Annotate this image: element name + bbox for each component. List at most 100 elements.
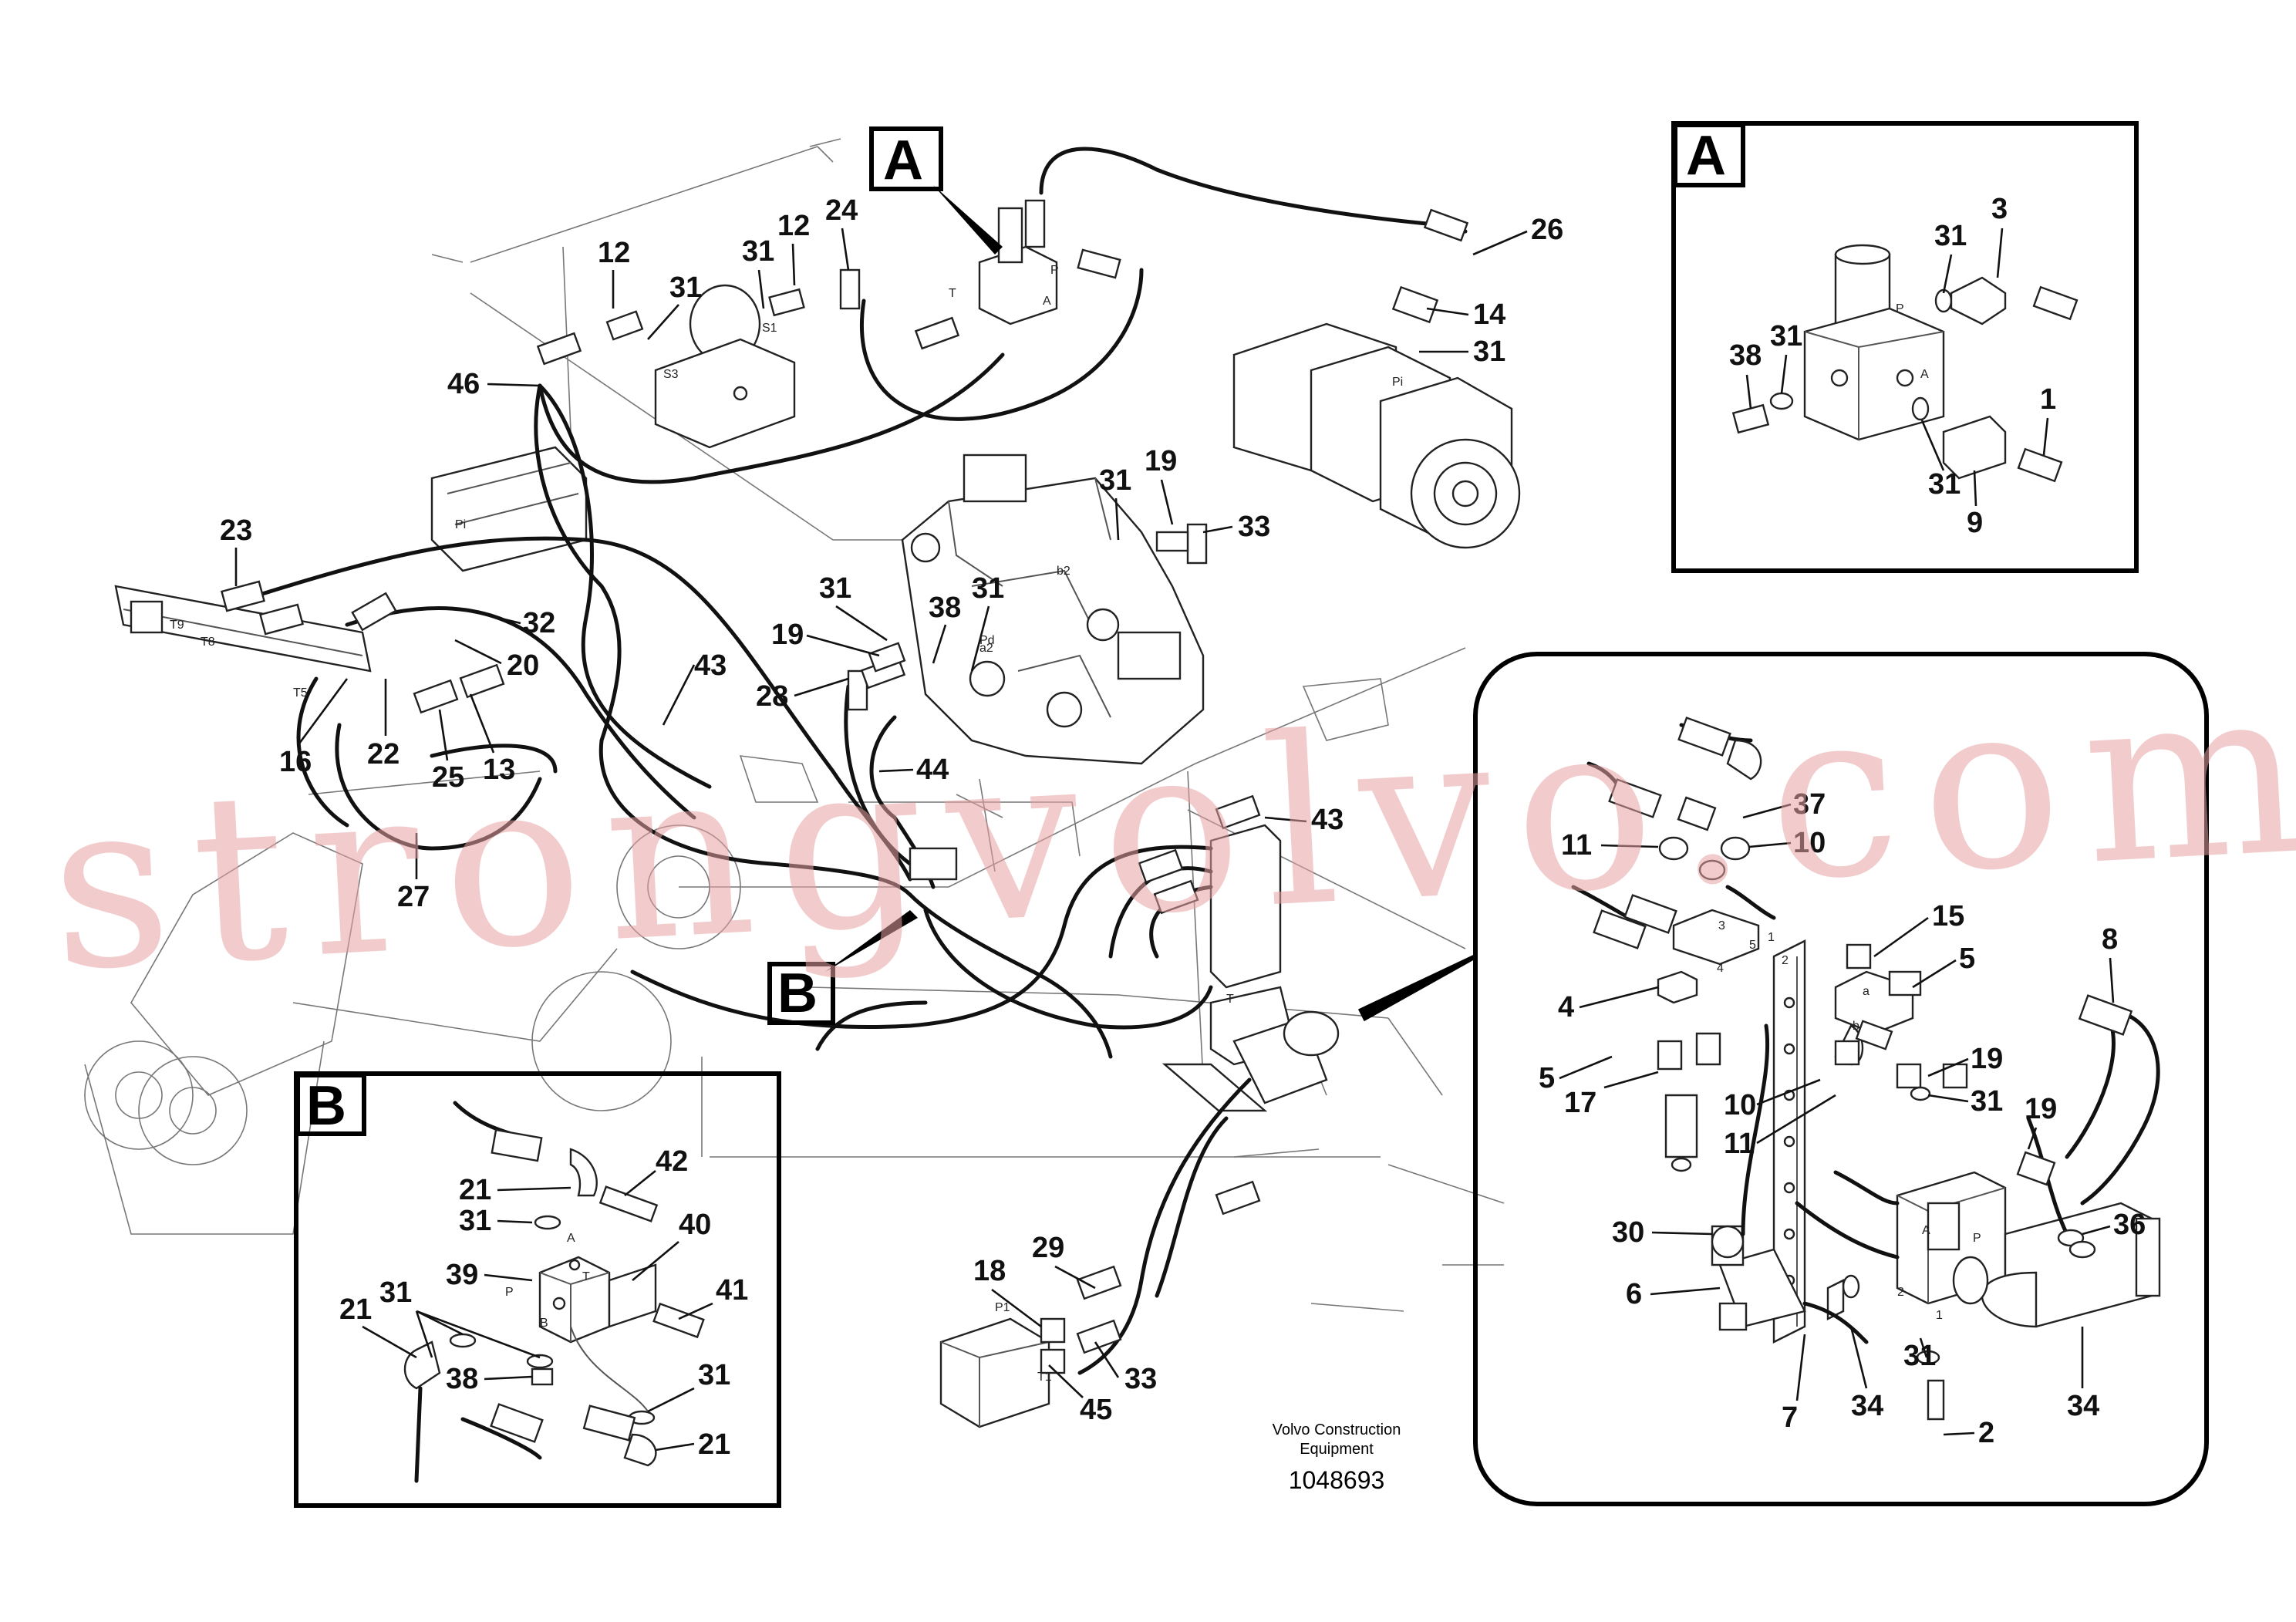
callout-label: 32	[523, 607, 555, 639]
svg-text:A: A	[567, 1232, 575, 1245]
callout-label: 31	[1473, 336, 1505, 368]
svg-text:2: 2	[1782, 954, 1789, 967]
drawing-number: 1048693	[1289, 1466, 1385, 1494]
callout-label: 33	[1238, 511, 1270, 543]
detail-view-a: A P A 3 31 38 31 1 31 9	[1671, 121, 2139, 573]
main-view-b-marker: B	[767, 910, 918, 1025]
callout-label: 46	[447, 368, 480, 400]
accumulator	[654, 284, 796, 449]
svg-text:P: P	[1050, 264, 1059, 277]
callout-label: 16	[279, 746, 312, 778]
callout-label: 25	[432, 761, 464, 794]
svg-text:A: A	[1686, 125, 1726, 187]
svg-text:P: P	[1973, 1232, 1981, 1245]
callout-label: 28	[756, 680, 788, 713]
svg-text:Pd: Pd	[979, 634, 995, 647]
callout-label: 34	[2067, 1390, 2099, 1422]
callout-label: 21	[459, 1174, 491, 1206]
svg-text:a: a	[1863, 985, 1870, 998]
callout-label: 31	[1903, 1340, 1936, 1372]
main-control-valve	[901, 454, 1205, 765]
svg-text:B: B	[306, 1075, 346, 1137]
callout-label: 31	[819, 572, 851, 605]
callout-label: 26	[1531, 214, 1563, 246]
callout-label: 24	[825, 194, 858, 227]
main-callouts: 12 31 31 12 24 46 26 14 31 23 31 19 33 3…	[220, 194, 1563, 1426]
solenoid-valve-main	[978, 207, 1058, 325]
callout-label: 10	[1793, 827, 1826, 859]
callout-label: 27	[397, 881, 430, 913]
callout-label: 31	[459, 1205, 491, 1237]
callout-label: 31	[1928, 468, 1961, 501]
callout-label: 8	[2102, 923, 2118, 956]
callout-label: 3	[1991, 193, 2008, 225]
callout-label: 17	[1564, 1087, 1596, 1119]
svg-text:5: 5	[1749, 939, 1756, 952]
callout-label: 41	[716, 1274, 748, 1307]
callout-label: 31	[742, 235, 774, 268]
machine-outline	[84, 138, 1505, 1312]
svg-text:P1: P1	[995, 1301, 1010, 1314]
svg-text:3: 3	[1718, 919, 1725, 932]
callout-label: 34	[1851, 1390, 1883, 1422]
svg-text:S1: S1	[762, 322, 777, 335]
svg-text:S3: S3	[663, 368, 679, 381]
svg-text:b: b	[1853, 1020, 1859, 1033]
svg-text:Pi: Pi	[455, 518, 466, 531]
svg-text:T5: T5	[293, 686, 308, 700]
pressure-switch-manifold	[114, 446, 588, 673]
callout-label: 31	[1099, 464, 1131, 497]
callout-label: 21	[339, 1293, 372, 1326]
callout-label: 19	[1971, 1043, 2003, 1075]
callout-label: 31	[379, 1276, 412, 1309]
svg-text:B: B	[777, 963, 818, 1024]
callout-label: 15	[1932, 900, 1964, 932]
callout-label: 5	[1959, 943, 1975, 975]
drawing-footer: Volvo Construction Equipment 1048693	[1273, 1421, 1401, 1494]
callout-label: 2	[1978, 1417, 1994, 1449]
svg-text:T8: T8	[201, 636, 215, 649]
svg-text:P: P	[1896, 302, 1904, 315]
callout-label: 31	[1934, 220, 1967, 252]
callout-label: 44	[916, 754, 949, 786]
callout-label: 39	[446, 1259, 478, 1291]
callout-label: 45	[1080, 1394, 1112, 1426]
callout-label: 7	[1782, 1401, 1798, 1434]
hose-lines	[260, 147, 1468, 1375]
svg-text:P: P	[505, 1286, 514, 1299]
callout-label: 38	[929, 592, 961, 624]
callout-label: 19	[771, 619, 804, 651]
hose-fittings	[221, 199, 1469, 1374]
svg-text:T1: T1	[1037, 1371, 1052, 1384]
svg-text:A: A	[1043, 295, 1051, 308]
callout-label: 43	[1311, 804, 1344, 836]
svg-text:A: A	[883, 130, 923, 191]
svg-text:1: 1	[1768, 931, 1775, 944]
callout-label: 6	[1626, 1278, 1642, 1310]
callout-label: 42	[656, 1145, 688, 1178]
callout-label: 21	[698, 1428, 730, 1461]
svg-text:T: T	[949, 287, 956, 300]
callout-label: 40	[679, 1209, 711, 1241]
svg-text:Pi: Pi	[1392, 376, 1403, 389]
detail-view-c: A P 2 1 3 4 5 1 2 a b 37 11 10 15 5 8 4 …	[1357, 652, 2209, 1506]
distribution-manifold	[1161, 824, 1340, 1112]
callout-label: 10	[1724, 1089, 1756, 1121]
svg-text:A: A	[1922, 1224, 1930, 1237]
callout-label: 38	[446, 1363, 478, 1395]
callout-label: 4	[1558, 991, 1574, 1023]
svg-text:2: 2	[1897, 1286, 1904, 1299]
callout-label: 31	[1971, 1085, 2003, 1118]
callout-label: 23	[220, 514, 252, 547]
company-name: Volvo Construction	[1273, 1421, 1401, 1438]
svg-text:1: 1	[1936, 1309, 1943, 1322]
callout-label: 30	[1612, 1216, 1644, 1249]
svg-text:B: B	[540, 1317, 548, 1330]
callout-label: 22	[367, 738, 400, 771]
callout-label: 14	[1473, 298, 1505, 331]
callout-label: 19	[1145, 445, 1177, 477]
callout-label: 36	[2113, 1209, 2146, 1241]
main-view-a-marker: A	[869, 126, 1003, 255]
svg-text:a2: a2	[979, 642, 993, 655]
